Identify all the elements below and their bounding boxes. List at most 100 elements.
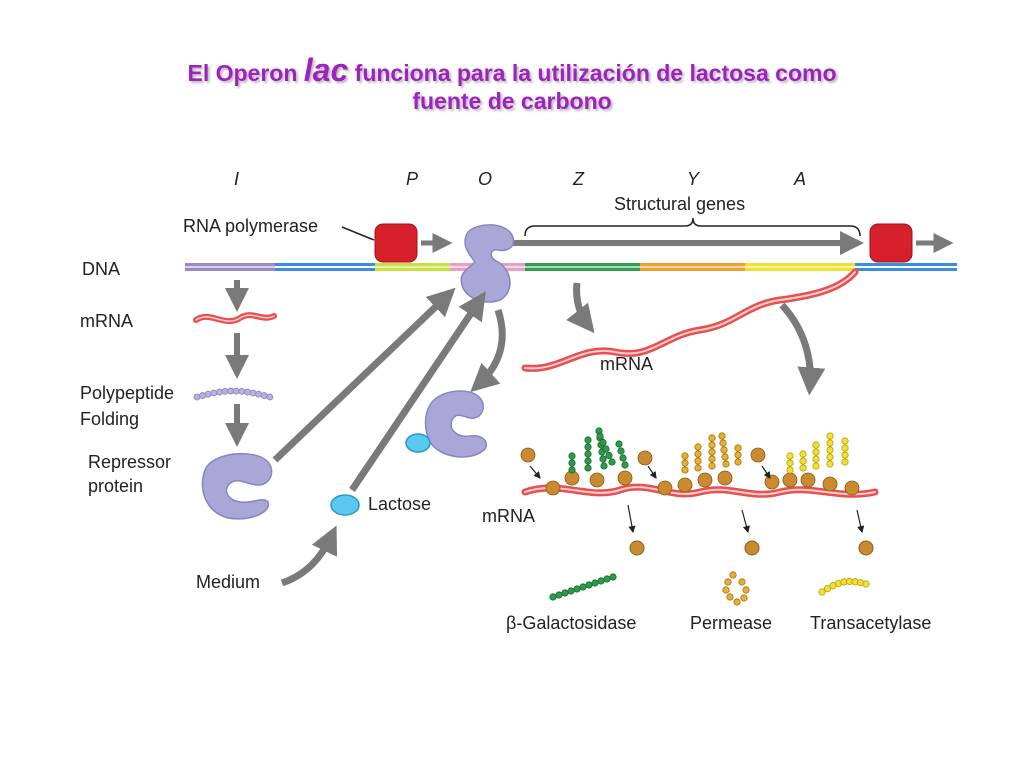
nascent-chain-bead: [708, 434, 716, 442]
transcription-down-arrow: [566, 282, 595, 334]
nascent-chain-bead: [734, 444, 742, 452]
ribosome: [697, 472, 713, 488]
translation-arrow: [779, 302, 826, 396]
repressor-label-line1: Repressor: [88, 452, 171, 472]
nascent-chain-bead: [584, 443, 592, 451]
lactose-label: Lactose: [368, 494, 431, 514]
protein-products: [549, 571, 870, 606]
release-arrow-a: [856, 509, 865, 534]
nascent-chain-bead: [734, 458, 742, 466]
ribosome-entry-arrow-y: [647, 465, 657, 479]
transacetylase-product-bead: [823, 585, 832, 593]
nascent-chain-bead: [841, 437, 849, 445]
galactosidase-product-bead: [555, 591, 563, 599]
polypeptide-bead: [260, 392, 268, 399]
nascent-chain-bead: [826, 432, 834, 440]
nascent-chain-bead: [694, 450, 702, 458]
repressor-label-line2: protein: [88, 476, 143, 496]
nascent-chain-bead: [681, 452, 689, 460]
title-lac: lac: [303, 52, 349, 88]
page-title: El Operon lac funciona para la utilizaci…: [0, 52, 1024, 89]
nascent-chain-bead: [584, 436, 592, 444]
nascent-chain-bead: [721, 453, 729, 461]
permease-product-bead: [722, 586, 730, 594]
nascent-chain-bead: [812, 462, 820, 470]
medium-to-lactose-arrow: [280, 525, 338, 587]
inactive-repressor: [424, 390, 488, 458]
nascent-chain-bead: [617, 447, 625, 455]
rna-polymerase-label: RNA polymerase: [183, 216, 318, 236]
ribosome: [657, 480, 673, 496]
free-ribosome-y: [744, 540, 760, 556]
permease-product-bead: [726, 593, 734, 601]
nascent-chain-bead: [841, 444, 849, 452]
galactosidase-product-bead: [549, 593, 557, 601]
transacetylase-label: Transacetylase: [810, 613, 931, 633]
polypeptide-bead: [221, 387, 229, 395]
nascent-chain-bead: [681, 466, 689, 474]
nascent-chain-bead: [568, 466, 576, 474]
ribosome-entry-arrow-z: [529, 465, 541, 479]
gene-label-p: P: [406, 169, 418, 189]
rna-polymerase-blocked: [374, 223, 418, 263]
polypeptide-bead: [215, 388, 223, 396]
galactosidase-product-bead: [603, 575, 611, 583]
nascent-chain-bead: [600, 462, 608, 470]
permease-label: Permease: [690, 613, 772, 633]
nascent-chain-bead: [708, 462, 716, 470]
nascent-chain-bead: [599, 438, 607, 447]
page-title-line2: fuente de carbono: [412, 88, 612, 114]
nascent-chain-bead: [812, 448, 820, 456]
galactosidase-product-bead: [567, 587, 575, 595]
polypeptide-chain: [193, 387, 274, 401]
ribosome: [637, 450, 653, 466]
nascent-chain-bead: [826, 439, 834, 447]
polypeptide-bead: [204, 390, 212, 398]
galactosidase-product-bead: [579, 583, 587, 591]
galactosidase-product-bead: [585, 581, 593, 589]
nascent-chain-bead: [786, 466, 794, 474]
ribosome-entry-arrow-a: [761, 465, 771, 479]
rna-polymerase-pointer: [341, 226, 375, 241]
transacetylase-product-bead: [818, 588, 826, 596]
galactosidase-product-bead: [609, 573, 617, 581]
polypeptide-bead: [255, 390, 263, 398]
gene-label-a: A: [793, 169, 806, 189]
mrna-structural: [521, 268, 859, 372]
free-ribosome-z: [629, 540, 645, 556]
folding-label: Folding: [80, 409, 139, 429]
nascent-chain-bead: [681, 459, 689, 467]
nascent-chain-bead: [694, 464, 702, 472]
polypeptide-bead: [232, 387, 240, 395]
ribosome: [545, 480, 561, 496]
nascent-chain-bead: [694, 443, 702, 451]
structural-genes-brace: [524, 217, 861, 237]
lactose-bound: [405, 433, 431, 453]
nascent-chain-bead: [826, 460, 834, 468]
galactosidase-product-bead: [591, 579, 599, 587]
gene-label-y: Y: [687, 169, 701, 189]
mrna-left-label: mRNA: [80, 311, 133, 331]
nascent-chain-bead: [568, 459, 576, 467]
nascent-chain-bead: [720, 446, 728, 454]
lactose-molecule: [330, 494, 360, 516]
gene-label-o: O: [478, 169, 492, 189]
mrna-translation-label: mRNA: [482, 506, 535, 526]
title-part2: funciona para la utilización de lactosa …: [348, 60, 837, 86]
release-arrow-z: [627, 504, 636, 534]
nascent-chain-bead: [584, 457, 592, 465]
nascent-chain-bead: [596, 432, 604, 440]
repressor-binding-arrow: [272, 287, 456, 463]
nascent-chain-bead: [694, 457, 702, 465]
ribosome: [844, 480, 860, 496]
mrna-translation: [521, 483, 879, 498]
galactosidase-label: β-Galactosidase: [506, 613, 636, 633]
nascent-chain-bead: [599, 455, 607, 463]
nascent-chain-bead: [841, 458, 849, 466]
nascent-chain-bead: [615, 440, 623, 448]
release-arrow-y: [741, 509, 750, 534]
nascent-chain-bead: [799, 457, 807, 465]
permease-product-bead: [740, 594, 748, 602]
permease-product-bead: [724, 578, 732, 586]
